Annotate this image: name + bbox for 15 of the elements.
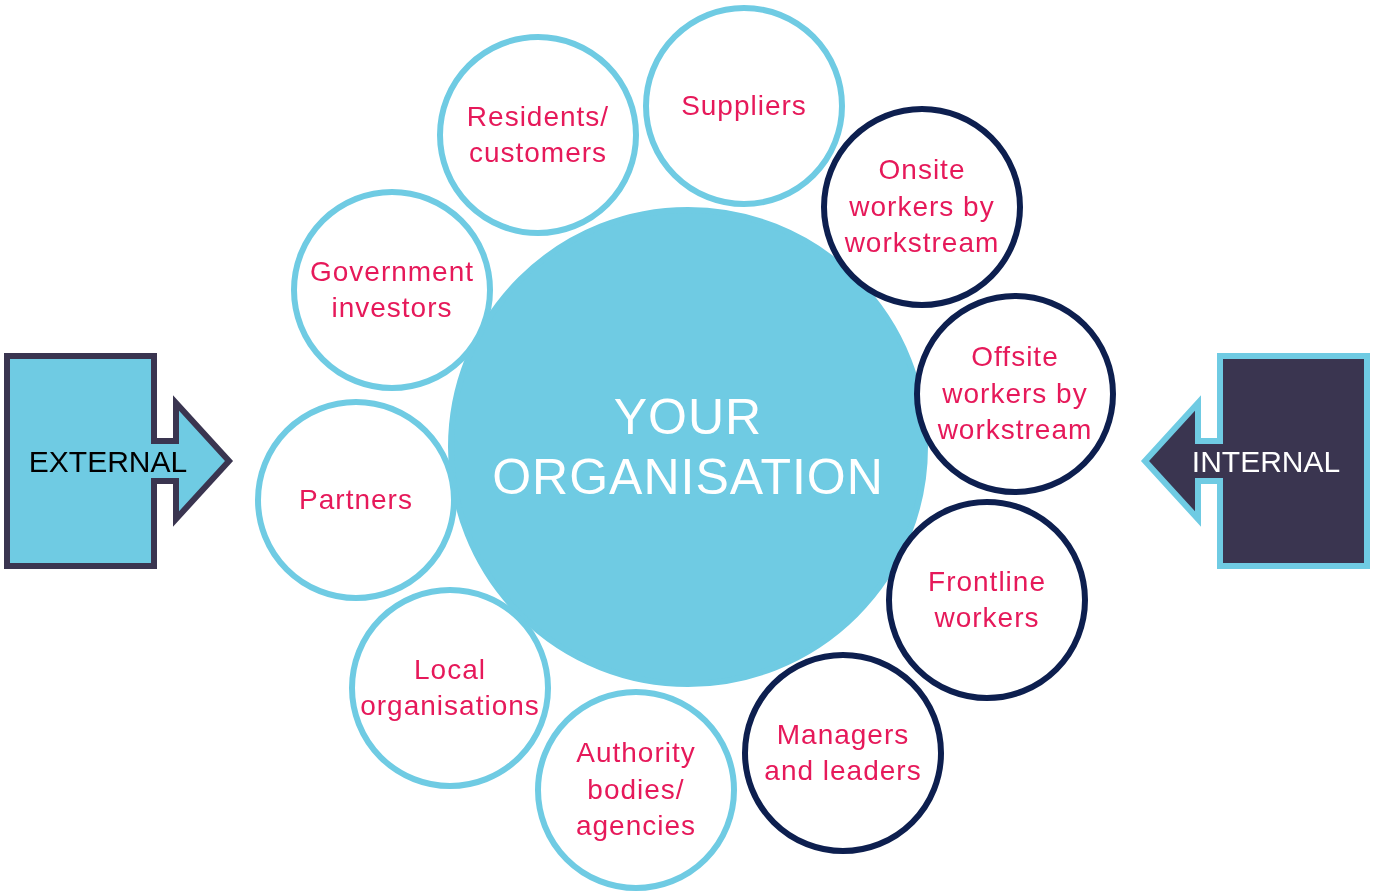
circle-label: Local organisations [359,652,541,723]
circle-label: Partners [298,482,414,517]
block-arrow [4,353,232,569]
block-arrow [1142,353,1370,569]
circle-label: Residents/ customers [465,99,611,170]
circle-label: YOUR ORGANISATION [491,388,885,507]
circle-label: Offsite workers by workstream [936,340,1094,448]
circle-label: Suppliers [680,88,808,123]
arrow-label: EXTERNAL [28,443,188,480]
circle-label: Government investors [308,254,476,325]
arrow-label: INTERNAL [1191,443,1341,480]
circle-label: Frontline workers [927,564,1047,635]
circle-label: Authority bodies/ agencies [574,736,698,844]
circle-label: Managers and leaders [763,717,923,788]
circle-label: Onsite workers by workstream [843,153,1001,261]
